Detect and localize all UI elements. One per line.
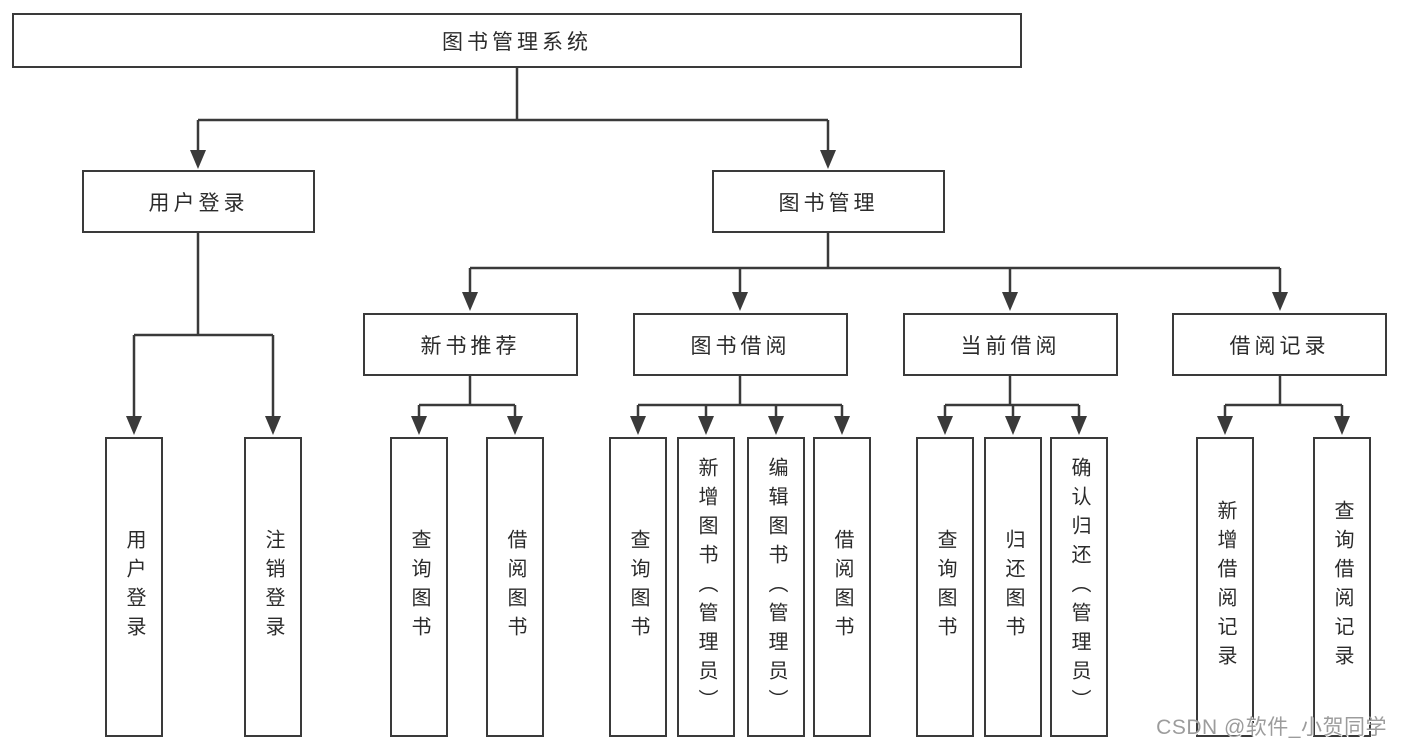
arrowhead xyxy=(834,416,850,435)
arrowhead xyxy=(820,150,836,169)
node-book-borrow: 图书借阅 xyxy=(633,313,848,376)
arrowhead xyxy=(1005,416,1021,435)
connector-book-mgmt-branch xyxy=(462,233,1288,311)
connector-root-branch xyxy=(190,68,836,169)
arrowhead xyxy=(630,416,646,435)
connector-user-login-branch xyxy=(126,233,281,435)
leaf-query-borrow-record: 查询借阅记录 xyxy=(1313,437,1371,737)
leaf-query-books-recommend: 查询图书 xyxy=(390,437,448,737)
node-borrow-records-label: 借阅记录 xyxy=(1229,334,1330,358)
leaf-add-books-admin-label: 新增图书（管理员） xyxy=(695,456,717,718)
leaf-borrow-books-recommend: 借阅图书 xyxy=(486,437,544,737)
connector-current-borrow-branch xyxy=(937,376,1087,435)
arrowhead xyxy=(507,416,523,435)
node-book-management: 图书管理 xyxy=(712,170,945,233)
leaf-confirm-return-admin-label: 确认归还（管理员） xyxy=(1068,456,1090,718)
node-current-borrow: 当前借阅 xyxy=(903,313,1118,376)
leaf-add-books-admin: 新增图书（管理员） xyxy=(677,437,735,737)
arrowhead xyxy=(1334,416,1350,435)
arrowhead xyxy=(411,416,427,435)
leaf-query-books-current-label: 查询图书 xyxy=(934,529,956,645)
arrowhead xyxy=(1272,292,1288,311)
arrowhead xyxy=(698,416,714,435)
node-user-login-label: 用户登录 xyxy=(148,191,249,215)
leaf-user-login-label: 用户登录 xyxy=(123,529,145,645)
node-root: 图书管理系统 xyxy=(12,13,1022,68)
leaf-borrow-books-recommend-label: 借阅图书 xyxy=(504,529,526,645)
node-current-borrow-label: 当前借阅 xyxy=(960,334,1061,358)
node-new-book-recommend: 新书推荐 xyxy=(363,313,578,376)
leaf-add-borrow-record: 新增借阅记录 xyxy=(1196,437,1254,737)
node-root-label: 图书管理系统 xyxy=(442,30,592,54)
leaf-user-login: 用户登录 xyxy=(105,437,163,737)
arrowhead xyxy=(462,292,478,311)
leaf-borrow-books: 借阅图书 xyxy=(813,437,871,737)
leaf-query-books-borrow-label: 查询图书 xyxy=(627,529,649,645)
leaf-borrow-books-label: 借阅图书 xyxy=(831,529,853,645)
leaf-return-books: 归还图书 xyxy=(984,437,1042,737)
leaf-add-borrow-record-label: 新增借阅记录 xyxy=(1214,500,1236,674)
arrowhead xyxy=(768,416,784,435)
connector-borrow-records-branch xyxy=(1217,376,1350,435)
node-book-management-label: 图书管理 xyxy=(778,191,879,215)
node-borrow-records: 借阅记录 xyxy=(1172,313,1387,376)
leaf-confirm-return-admin: 确认归还（管理员） xyxy=(1050,437,1108,737)
leaf-query-books-recommend-label: 查询图书 xyxy=(408,529,430,645)
arrowhead xyxy=(190,150,206,169)
leaf-logout: 注销登录 xyxy=(244,437,302,737)
arrowhead xyxy=(126,416,142,435)
arrowhead xyxy=(265,416,281,435)
leaf-edit-books-admin: 编辑图书（管理员） xyxy=(747,437,805,737)
arrowhead xyxy=(1071,416,1087,435)
watermark-text: CSDN @软件_小贺同学 xyxy=(1156,716,1387,739)
node-book-borrow-label: 图书借阅 xyxy=(690,334,791,358)
leaf-query-borrow-record-label: 查询借阅记录 xyxy=(1331,500,1353,674)
leaf-query-books-borrow: 查询图书 xyxy=(609,437,667,737)
node-new-book-recommend-label: 新书推荐 xyxy=(420,334,521,358)
leaf-edit-books-admin-label: 编辑图书（管理员） xyxy=(765,456,787,718)
connector-new-books-branch xyxy=(411,376,523,435)
connector-book-borrow-branch xyxy=(630,376,850,435)
arrowhead xyxy=(937,416,953,435)
leaf-logout-label: 注销登录 xyxy=(262,529,284,645)
leaf-query-books-current: 查询图书 xyxy=(916,437,974,737)
arrowhead xyxy=(1217,416,1233,435)
arrowhead xyxy=(1002,292,1018,311)
node-user-login: 用户登录 xyxy=(82,170,315,233)
leaf-return-books-label: 归还图书 xyxy=(1002,529,1024,645)
arrowhead xyxy=(732,292,748,311)
